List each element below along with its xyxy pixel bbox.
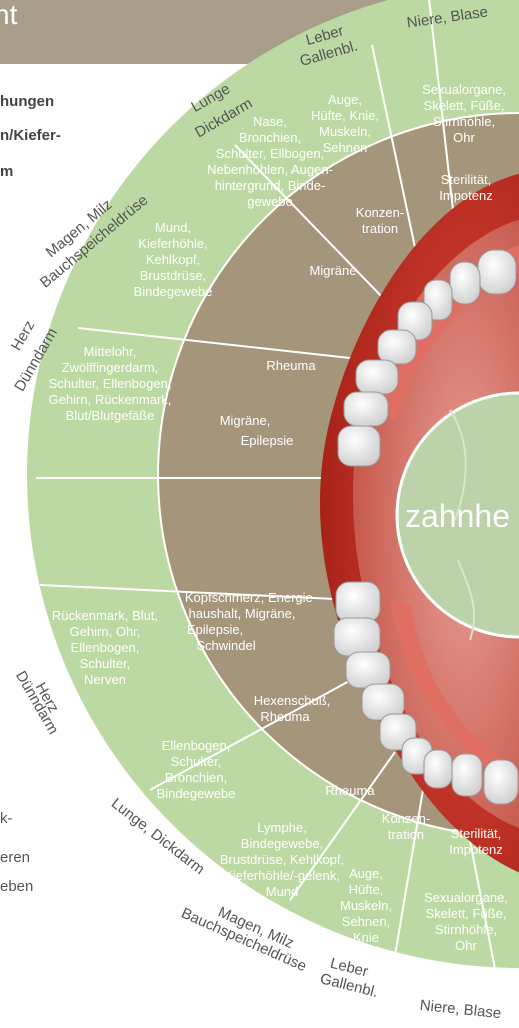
svg-text:Lymphe,: Lymphe, (257, 820, 306, 835)
svg-text:Stirnhöhle,: Stirnhöhle, (435, 922, 497, 937)
outer-bot-3: Ellenbogen, Schulter, Bronchien, Bindege… (157, 738, 236, 801)
svg-text:hungen: hungen (0, 93, 54, 110)
svg-text:Bronchien,: Bronchien, (239, 130, 301, 145)
svg-text:Ellenbogen,: Ellenbogen, (162, 738, 231, 753)
svg-text:Auge,: Auge, (349, 866, 383, 881)
inner-bot-concentration-a: Konzen- (382, 811, 430, 826)
svg-text:Ohr: Ohr (453, 130, 475, 145)
svg-text:Schulter,: Schulter, (80, 656, 131, 671)
svg-text:Mund: Mund (266, 884, 299, 899)
inner-bot-headache-c: Epilepsie, (187, 622, 243, 637)
inner-top-migraine: Migräne (310, 263, 357, 278)
svg-text:Muskeln,: Muskeln, (319, 124, 371, 139)
intro-text: hungen n/Kiefer- m (0, 93, 61, 180)
svg-text:Ellenbogen,: Ellenbogen, (71, 640, 140, 655)
svg-text:Skelett, Füße,: Skelett, Füße, (426, 906, 507, 921)
svg-text:Stirnhöhle,: Stirnhöhle, (433, 114, 495, 129)
svg-text:Bindegewebe,: Bindegewebe, (241, 836, 323, 851)
svg-text:Knie: Knie (353, 930, 379, 945)
svg-text:Schulter, Ellenbogen,: Schulter, Ellenbogen, (49, 376, 172, 391)
inner-bot-headache-a: Kopfschmerz, Energie- (185, 590, 317, 605)
svg-text:Kieferhöhle,: Kieferhöhle, (138, 236, 207, 251)
svg-text:Mittelohr,: Mittelohr, (84, 344, 137, 359)
logo-text: zahnhe (405, 498, 510, 534)
tooth (484, 760, 518, 804)
svg-text:Zwölffingerdarm,: Zwölffingerdarm, (62, 360, 159, 375)
inner-bot-sterility-a: Sterilität, (451, 826, 502, 841)
inner-top-migraine-epilepsy-a: Migräne, (220, 413, 271, 428)
inner-bot-lumbago-a: Hexenschuß, (254, 693, 331, 708)
tooth (346, 652, 390, 688)
svg-text:k-: k- (0, 810, 13, 827)
svg-text:Nase,: Nase, (253, 114, 287, 129)
inner-bot-rheuma: Rheuma (325, 783, 375, 798)
svg-text:Skelett, Füße,: Skelett, Füße, (424, 98, 505, 113)
inner-top-sterility-b: Impotenz (439, 188, 492, 203)
svg-text:Gehirn, Rückenmark,: Gehirn, Rückenmark, (49, 392, 172, 407)
svg-text:Hüfte, Knie,: Hüfte, Knie, (311, 108, 379, 123)
inner-bot-headache-b: haushalt, Migräne, (189, 606, 296, 621)
svg-text:Muskeln,: Muskeln, (340, 898, 392, 913)
tooth (344, 392, 388, 426)
inner-top-rheuma: Rheuma (266, 358, 316, 373)
svg-text:Kieferhöhle/-gelenk,: Kieferhöhle/-gelenk, (224, 868, 340, 883)
svg-text:Bronchien,: Bronchien, (165, 770, 227, 785)
tooth (424, 750, 452, 788)
svg-text:Hüfte,: Hüfte, (349, 882, 384, 897)
svg-text:Kehlkopf,: Kehlkopf, (146, 252, 200, 267)
svg-text:Brustdrüse, Kehlkopf,: Brustdrüse, Kehlkopf, (220, 852, 344, 867)
svg-text:eben: eben (0, 878, 33, 895)
svg-text:n/Kiefer-: n/Kiefer- (0, 127, 61, 144)
inner-bot-lumbago-b: Rheuma (260, 709, 310, 724)
inner-bot-headache-d: Schwindel (196, 638, 255, 653)
svg-text:Sehnen: Sehnen (323, 140, 368, 155)
svg-text:Blut/Blutgefäße: Blut/Blutgefäße (66, 408, 155, 423)
tooth (378, 330, 416, 364)
tooth (336, 582, 380, 622)
header-title: nt (0, 0, 18, 30)
svg-text:Bindegewebe: Bindegewebe (157, 786, 236, 801)
svg-text:Schulter,: Schulter, (171, 754, 222, 769)
tooth (334, 618, 380, 656)
tooth (452, 754, 482, 796)
tooth (338, 426, 380, 466)
svg-text:Rückenmark, Blut,: Rückenmark, Blut, (52, 608, 158, 623)
svg-text:Schulter, Ellbogen,: Schulter, Ellbogen, (216, 146, 324, 161)
svg-text:Bindegewebe: Bindegewebe (134, 284, 213, 299)
svg-text:hintergrund, Binde-: hintergrund, Binde- (215, 178, 326, 193)
tooth (450, 262, 480, 304)
svg-text:Sexualorgane,: Sexualorgane, (422, 82, 506, 97)
svg-text:Nerven: Nerven (84, 672, 126, 687)
svg-text:Brustdrüse,: Brustdrüse, (140, 268, 206, 283)
organ-bot-0: Niere, Blase (419, 997, 502, 1022)
footer-text: k- eren eben (0, 810, 33, 895)
inner-top-sterility-a: Sterilität, (441, 172, 492, 187)
tooth (356, 360, 398, 394)
inner-bot-concentration-b: tration (388, 827, 424, 842)
svg-text:Mund,: Mund, (155, 220, 191, 235)
svg-text:m: m (0, 163, 13, 180)
svg-text:Auge,: Auge, (328, 92, 362, 107)
inner-bot-sterility-b: Impotenz (449, 842, 502, 857)
svg-text:Nebenhöhlen, Augen-: Nebenhöhlen, Augen- (207, 162, 333, 177)
inner-top-concentration-a: Konzen- (356, 205, 404, 220)
svg-text:Ohr: Ohr (455, 938, 477, 953)
tooth (478, 250, 516, 294)
inner-top-migraine-epilepsy-b: Epilepsie (241, 433, 294, 448)
svg-text:gewebe: gewebe (247, 194, 293, 209)
svg-text:Gehirn, Ohr,: Gehirn, Ohr, (70, 624, 141, 639)
svg-text:Sexualorgane,: Sexualorgane, (424, 890, 508, 905)
svg-text:eren: eren (0, 849, 30, 866)
svg-text:Sehnen,: Sehnen, (342, 914, 390, 929)
inner-top-concentration-b: tration (362, 221, 398, 236)
